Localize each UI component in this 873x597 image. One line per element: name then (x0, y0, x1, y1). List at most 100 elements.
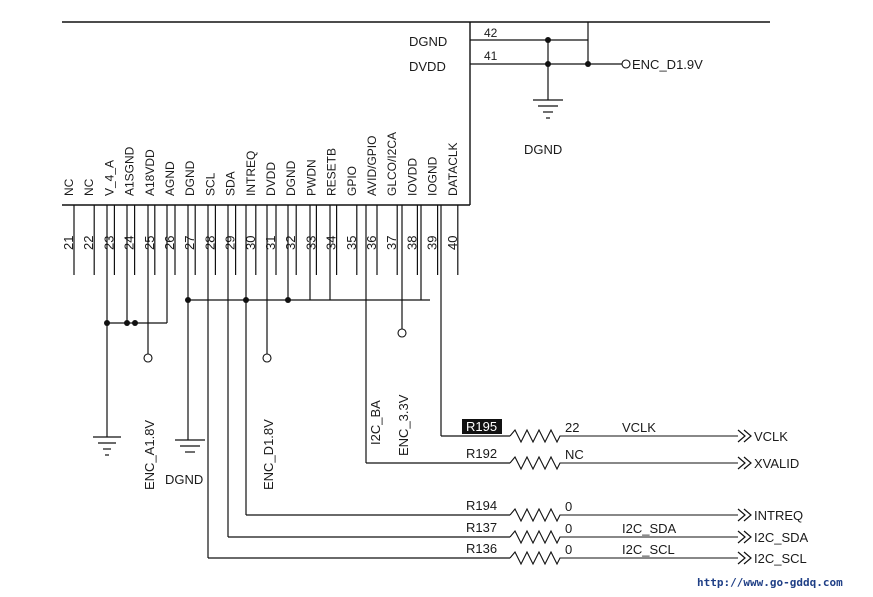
junction-dot (124, 320, 130, 326)
pin-name-40: DATACLK (446, 142, 460, 196)
port-label: INTREQ (754, 508, 803, 523)
pin-name-33: PWDN (304, 159, 318, 196)
pin-name-24: A1SGND (123, 146, 137, 196)
net-label: VCLK (622, 420, 656, 435)
pin-41-number: 41 (484, 49, 498, 63)
pin-name-37: GLCO/I2CA (385, 132, 399, 196)
pin-42-number: 42 (484, 26, 498, 40)
junction-dot (585, 61, 591, 67)
resistor-ref: R192 (466, 446, 497, 461)
pin-42-name: DGND (409, 34, 447, 49)
resistor-value: NC (565, 447, 584, 462)
port-label: XVALID (754, 456, 799, 471)
pin-name-21: NC (62, 178, 76, 196)
net-enc-d18-label: ENC_D1.8V (261, 419, 276, 490)
port-arrow-icon (737, 530, 752, 544)
pin-41-name: DVDD (409, 59, 446, 74)
junction-dot (104, 320, 110, 326)
net-label: I2C_SCL (622, 542, 675, 557)
pin-number-26: 26 (162, 236, 177, 250)
pin-number-34: 34 (324, 236, 339, 250)
pin-number-38: 38 (404, 236, 419, 250)
pin-name-26: AGND (163, 161, 177, 196)
resistor-zigzag (509, 455, 738, 471)
resistor-zigzag (509, 428, 738, 444)
resistor-zigzag (509, 550, 738, 566)
pin-name-25: A18VDD (143, 149, 157, 196)
pin-number-22: 22 (81, 236, 96, 250)
pin-name-27: DGND (183, 160, 197, 196)
junction-dot (132, 320, 138, 326)
port-label: I2C_SCL (754, 551, 807, 566)
port-arrow-icon (737, 429, 752, 443)
resistor-ref: R195 (466, 419, 497, 434)
net-enc-a18-label: ENC_A1.8V (142, 420, 157, 490)
pin-name-31: DVDD (264, 162, 278, 196)
pin-name-32: DGND (284, 160, 298, 196)
resistor-ref: R137 (466, 520, 497, 535)
ground-symbol-left (93, 436, 121, 456)
pin-number-33: 33 (303, 236, 318, 250)
resistor-zigzag (509, 507, 738, 523)
pin-name-29: SDA (224, 171, 238, 196)
net-terminal (262, 353, 272, 363)
pin-number-23: 23 (101, 236, 116, 250)
pin-number-29: 29 (223, 236, 238, 250)
pin-number-32: 32 (283, 236, 298, 250)
resistor-zigzag (509, 529, 738, 545)
pin-number-35: 35 (344, 236, 359, 250)
pin-name-36: AVID/GPIO (365, 136, 379, 196)
net-terminal (143, 353, 153, 363)
net-label: I2C_SDA (622, 521, 677, 536)
junction-dot (185, 297, 191, 303)
pin-number-27: 27 (182, 236, 197, 250)
pin-number-39: 39 (425, 236, 440, 250)
pin-name-38: IOVDD (405, 158, 419, 196)
junction-dot (545, 61, 551, 67)
pin-name-28: SCL (203, 172, 217, 196)
pin-name-22: NC (82, 178, 96, 196)
top-pins: DGND DVDD 42 41 ENC_D1.9V DGND (409, 22, 703, 157)
junction-dot (285, 297, 291, 303)
net-enc-d19-label: ENC_D1.9V (632, 57, 703, 72)
pin-number-40: 40 (445, 236, 460, 250)
resistor-ref: R194 (466, 498, 497, 513)
port-label: VCLK (754, 429, 788, 444)
resistor-value: 0 (565, 542, 572, 557)
pin-number-36: 36 (364, 236, 379, 250)
bottom-pin-stubs (73, 205, 459, 275)
pin-name-23: V_4_A (102, 160, 116, 196)
pin-number-24: 24 (122, 236, 137, 250)
resistor-value: 0 (565, 499, 572, 514)
junction-dot (545, 37, 551, 43)
port-arrow-icon (737, 456, 752, 470)
net-terminal (621, 59, 631, 69)
net-dgnd-top-label: DGND (524, 142, 562, 157)
pin-name-39: IOGND (426, 156, 440, 196)
lower-wiring (93, 205, 510, 559)
pin-number-28: 28 (202, 236, 217, 250)
resistor-r192: R192 NC XVALID (466, 446, 799, 471)
ground-symbol-mid (175, 439, 205, 453)
pin-number-21: 21 (61, 236, 76, 250)
resistor-value: 22 (565, 420, 579, 435)
port-arrow-icon (737, 551, 752, 565)
pin-number-25: 25 (142, 236, 157, 250)
net-enc-33-label: ENC_3.3V (396, 394, 411, 456)
port-arrow-icon (737, 508, 752, 522)
ground-symbol-top (533, 99, 563, 119)
port-label: I2C_SDA (754, 530, 809, 545)
net-terminal (397, 328, 407, 338)
net-dgnd-left-label: DGND (165, 472, 203, 487)
pin-number-37: 37 (384, 236, 399, 250)
resistor-ref: R136 (466, 541, 497, 556)
